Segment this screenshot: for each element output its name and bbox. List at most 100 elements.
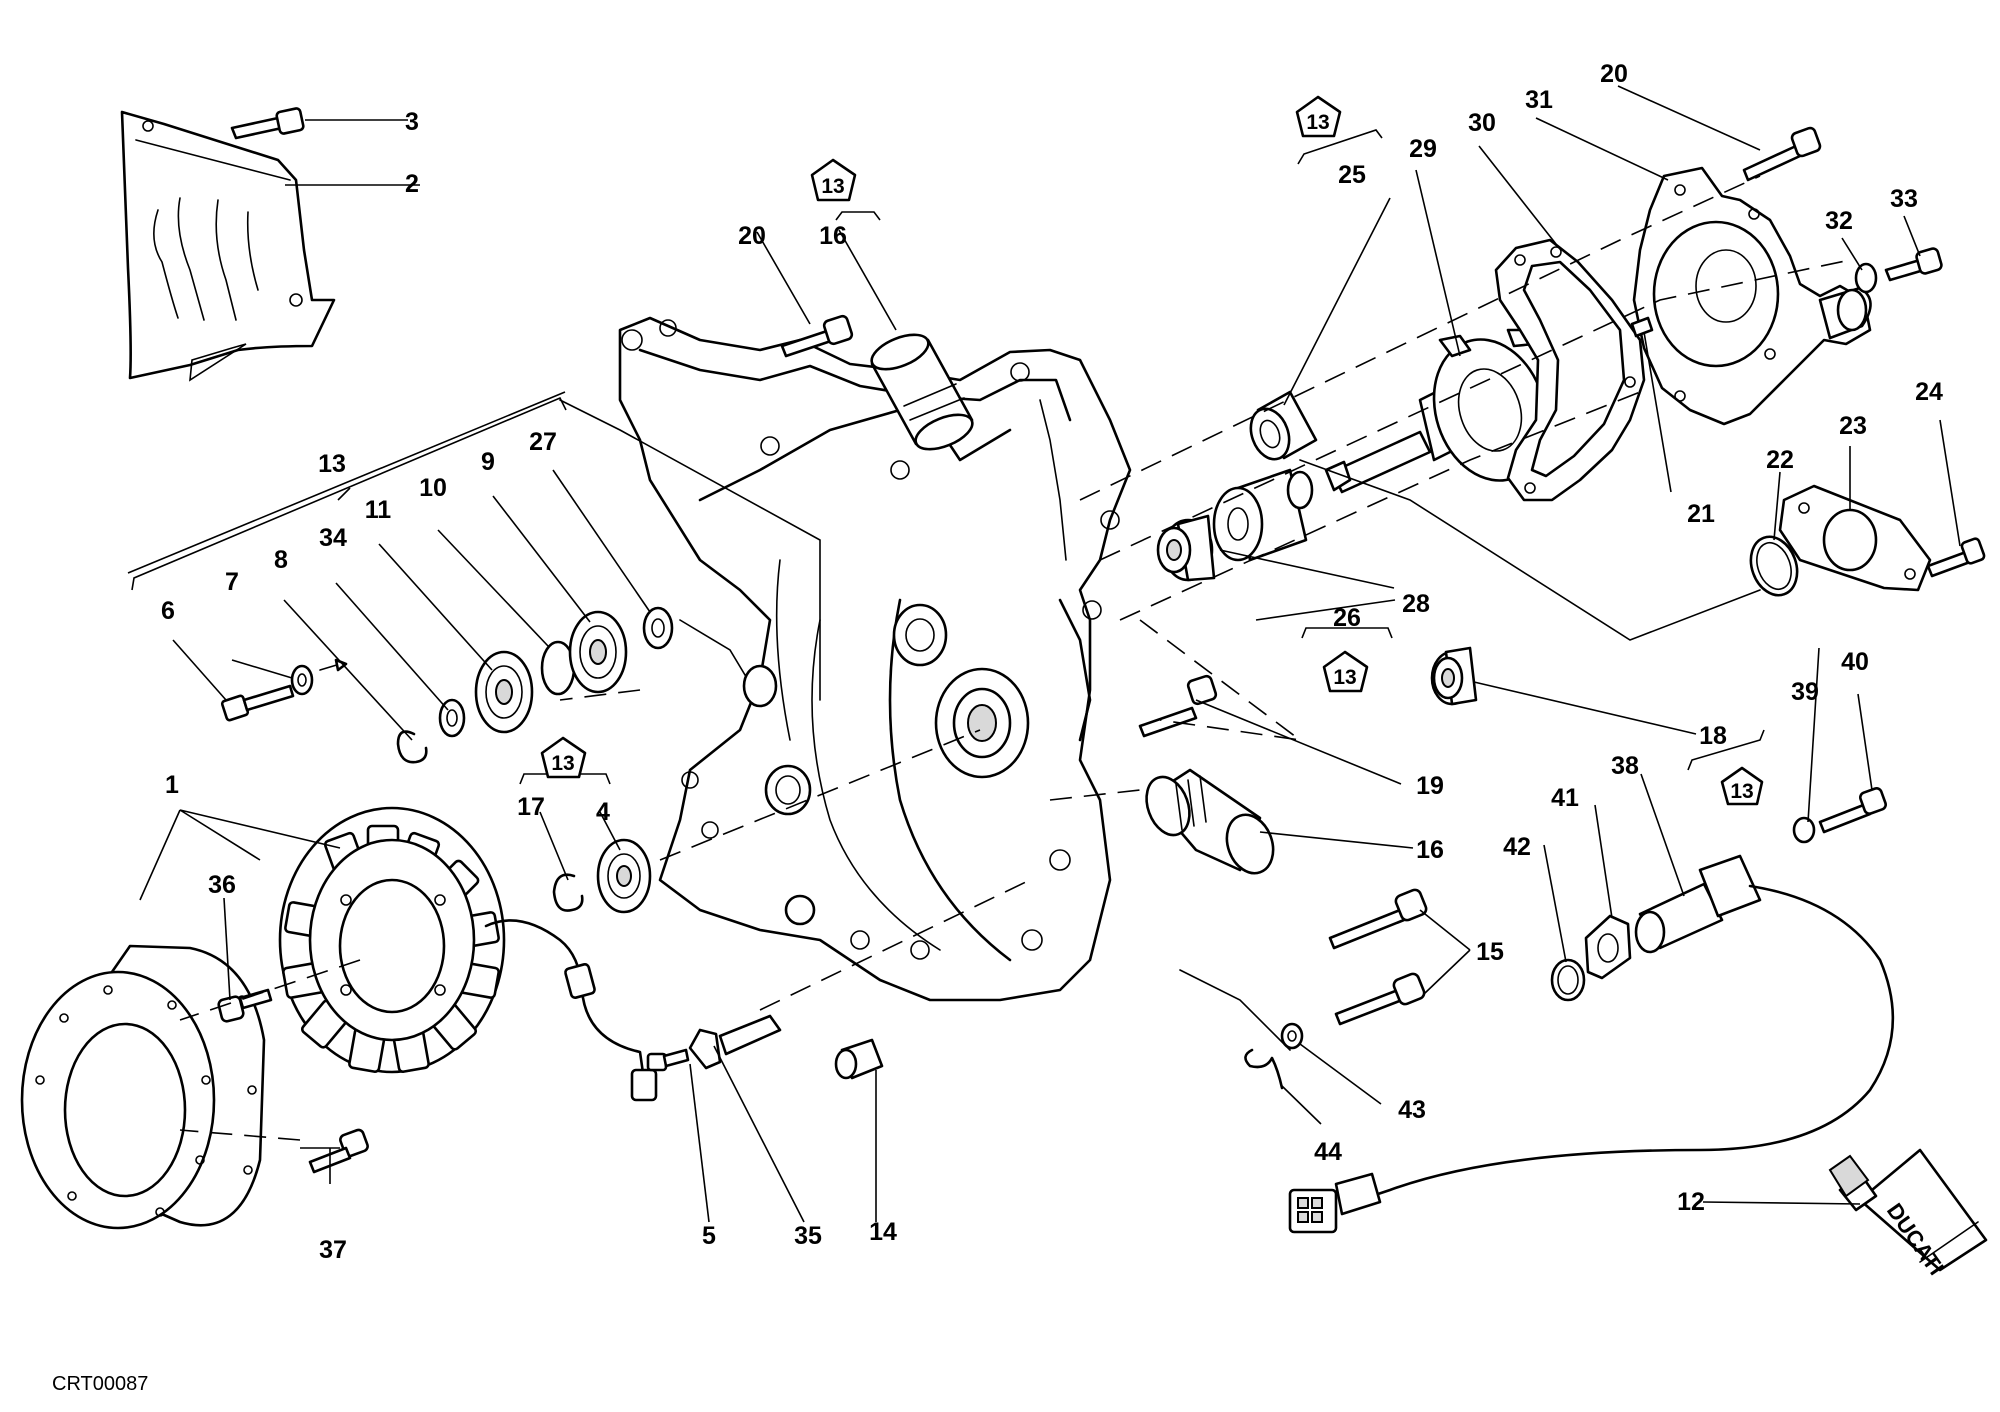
dowel-part-21 <box>1630 316 1654 338</box>
gasket-part-41 <box>1584 914 1632 980</box>
mechanical-seal-part-28 <box>1212 468 1314 562</box>
callout-2: 2 <box>405 170 419 198</box>
callout-19: 19 <box>1416 772 1444 800</box>
screw-part-19 <box>1138 674 1218 738</box>
clip-part-44 <box>1244 1048 1284 1090</box>
callout-34: 34 <box>319 524 347 552</box>
alignment-lines <box>179 175 1851 1141</box>
callout-29: 29 <box>1409 135 1437 163</box>
callout-40: 40 <box>1841 648 1869 676</box>
screw-part-36 <box>217 988 273 1023</box>
flange-part-23 <box>1778 484 1932 592</box>
washer-part-34 <box>438 698 466 738</box>
callout-42: 42 <box>1503 833 1531 861</box>
o-ring-part-42 <box>1550 958 1586 1002</box>
circlip-part-8 <box>396 730 428 764</box>
clutch-side-engine-cover-part <box>618 316 1132 1002</box>
callout-41: 41 <box>1551 784 1579 812</box>
kit-badge-26: 13 <box>1322 650 1369 693</box>
callout-23: 23 <box>1839 412 1867 440</box>
callout-32: 32 <box>1825 207 1853 235</box>
callout-38: 38 <box>1611 752 1639 780</box>
screw-part-40 <box>1818 787 1887 834</box>
screw-part-5 <box>646 1048 690 1072</box>
washer-part-43 <box>1280 1022 1304 1050</box>
bearing-group-parts <box>220 606 674 764</box>
callout-5: 5 <box>702 1222 716 1250</box>
callout-31: 31 <box>1525 86 1553 114</box>
kit-badge-16: 13 <box>810 158 857 202</box>
callout-20-left: 20 <box>738 222 766 250</box>
bearing-part-9 <box>568 610 628 694</box>
callout-37: 37 <box>319 1236 347 1264</box>
callout-28: 28 <box>1402 590 1430 618</box>
callout-36: 36 <box>208 871 236 899</box>
callout-12: 12 <box>1677 1188 1705 1216</box>
callout-18: 18 <box>1699 722 1727 750</box>
washer-part-32 <box>1854 262 1878 294</box>
seal-part-25 <box>1249 390 1318 461</box>
callout-35: 35 <box>794 1222 822 1250</box>
screw-part-3 <box>230 107 305 140</box>
callout-26: 26 <box>1333 604 1361 632</box>
screw-part-6 <box>220 684 295 722</box>
screw-part-33 <box>1884 247 1943 282</box>
washer-part-27 <box>642 606 674 650</box>
callout-7: 7 <box>225 568 239 596</box>
callout-24: 24 <box>1915 378 1943 406</box>
washer-part-7 <box>290 664 314 696</box>
callout-17: 17 <box>517 793 545 821</box>
kit-badge-25: 13 <box>1295 95 1342 138</box>
callout-9: 9 <box>481 448 495 476</box>
callout-3: 3 <box>405 108 419 136</box>
callout-16-top: 16 <box>819 222 847 250</box>
callout-1: 1 <box>165 771 179 799</box>
callout-21: 21 <box>1687 500 1715 528</box>
sealant-tube-part-12: DUCATI <box>1828 1148 1988 1280</box>
washer-part-39 <box>1792 816 1816 844</box>
seal-part-26 <box>1156 514 1216 582</box>
callout-39: 39 <box>1791 678 1819 706</box>
screw-part-20-right <box>1742 126 1822 182</box>
hose-fitting-part-16-top <box>870 333 974 451</box>
screw-part-37 <box>308 1128 369 1174</box>
bearing-part-11 <box>474 650 534 734</box>
callout-33: 33 <box>1890 185 1918 213</box>
leader-lines <box>127 85 1961 1223</box>
o-ring-part-22 <box>1749 535 1799 597</box>
drawing-code: CRT00087 <box>52 1373 148 1395</box>
callout-25: 25 <box>1338 161 1366 189</box>
rotor-part-1 <box>20 944 266 1230</box>
callout-15: 15 <box>1476 938 1504 966</box>
svg-text:13: 13 <box>1306 111 1329 134</box>
callout-4: 4 <box>596 798 610 826</box>
screw-part-24 <box>1926 537 1986 578</box>
sprocket-cover-part <box>120 110 336 382</box>
cable-clamp-part-35 <box>688 1014 782 1070</box>
screw-part-15-a <box>1328 888 1428 950</box>
seal-part-18 <box>1430 646 1478 706</box>
callout-20-right: 20 <box>1600 60 1628 88</box>
callout-labels: 1 2 3 4 5 6 7 8 9 10 11 12 13 14 15 16 1… <box>161 60 1943 1264</box>
water-pump-cover-part-31 <box>1632 166 1872 426</box>
callout-11: 11 <box>365 496 392 524</box>
callout-13: 13 <box>318 450 346 478</box>
callout-22: 22 <box>1766 446 1794 474</box>
svg-text:13: 13 <box>1333 666 1356 689</box>
svg-text:13: 13 <box>1730 780 1753 803</box>
callout-30: 30 <box>1468 109 1496 137</box>
dowel-part-14 <box>834 1038 884 1080</box>
callout-43: 43 <box>1398 1096 1426 1124</box>
callout-14: 14 <box>869 1218 897 1246</box>
screw-part-20-left <box>780 314 854 358</box>
screw-part-15-b <box>1334 972 1426 1026</box>
stator-part-1 <box>278 806 658 1102</box>
kit-badge-17-4: 13 <box>540 736 587 779</box>
callout-8: 8 <box>274 546 288 574</box>
svg-text:13: 13 <box>821 175 844 198</box>
circlip-part-17 <box>552 873 584 912</box>
bearing-part-4 <box>596 838 652 914</box>
svg-text:13: 13 <box>551 752 574 775</box>
callout-44: 44 <box>1314 1138 1342 1166</box>
